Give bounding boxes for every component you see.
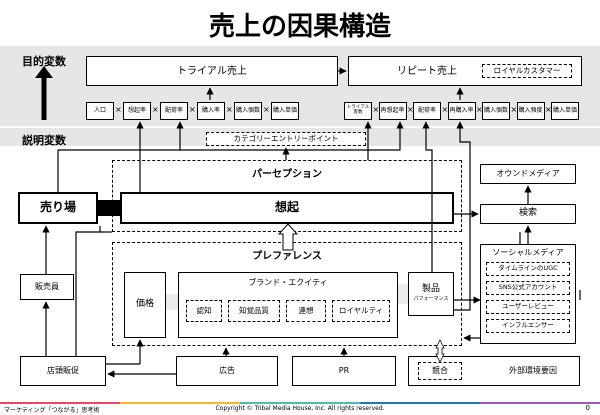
multiply-operator: × bbox=[441, 105, 449, 114]
product-sub-label: パフォーマンス bbox=[413, 296, 449, 303]
social-item-box: ユーザーレビュー bbox=[486, 300, 570, 314]
repeat-sales-label: リピート売上 bbox=[397, 65, 457, 77]
footer-rule bbox=[0, 402, 600, 404]
multiply-operator: × bbox=[226, 105, 233, 114]
trial-factor-box: 購入単価 bbox=[271, 102, 299, 120]
multiply-operator: × bbox=[263, 105, 270, 114]
multiply-operator: × bbox=[372, 105, 380, 114]
search-box: 検索 bbox=[480, 204, 576, 224]
multiply-operator: × bbox=[152, 105, 159, 114]
equity-product-link bbox=[398, 284, 408, 304]
trial-sales-box: トライアル売上 bbox=[86, 56, 338, 86]
objective-variable-label: 目的変数 bbox=[22, 55, 66, 68]
repeat-factor-box: トライアル 客数 bbox=[344, 102, 372, 120]
footer-center: Copyright © Tribal Media House, Inc. All… bbox=[215, 405, 385, 412]
multiply-operator: × bbox=[115, 105, 122, 114]
multiply-operator: × bbox=[407, 105, 414, 114]
social-media-label: ソーシャルメディア bbox=[492, 248, 564, 257]
advertising-box: 広告 bbox=[176, 356, 278, 386]
sales-floor-connector bbox=[98, 200, 120, 216]
equity-item-box: 連想 bbox=[286, 300, 326, 322]
trial-factor-box: 想起率 bbox=[123, 102, 151, 120]
multiply-operator: × bbox=[510, 105, 518, 114]
preference-label: プレファレンス bbox=[252, 251, 322, 262]
recall-box: 想起 bbox=[120, 192, 454, 224]
page-number: 0 bbox=[585, 404, 590, 412]
multiply-operator: × bbox=[189, 105, 196, 114]
trial-factor-box: 配荷率 bbox=[160, 102, 188, 120]
equity-item-box: 知覚品質 bbox=[228, 300, 280, 322]
perception-label: パーセプション bbox=[252, 169, 322, 180]
equity-item-box: ロイヤルティ bbox=[332, 300, 390, 322]
multiply-operator: × bbox=[545, 105, 552, 114]
product-label: 製品 bbox=[421, 284, 440, 295]
multiply-operator: × bbox=[476, 105, 483, 114]
equity-item-box: 認知 bbox=[186, 300, 222, 322]
price-box: 価格 bbox=[124, 272, 166, 338]
brand-equity-label: ブランド・エクイティ bbox=[248, 278, 328, 287]
sales-floor-box: 売り場 bbox=[18, 192, 98, 224]
repeat-factor-box: 配荷率 bbox=[413, 102, 441, 120]
footer-left: マーケティング「つながる」思考術 bbox=[4, 407, 100, 414]
price-equity-link bbox=[166, 294, 178, 310]
repeat-factor-box: 購入頻度 bbox=[516, 102, 545, 120]
pr-box: PR bbox=[292, 356, 396, 386]
social-item-box: タイムラインのUGC bbox=[486, 262, 570, 276]
external-factors-label: 外部環境要因 bbox=[509, 365, 557, 375]
repeat-factor-box: 購入個数 bbox=[482, 102, 510, 120]
repeat-factor-box: 再購入率 bbox=[447, 102, 476, 120]
category-entry-point-box: カテゴリーエントリーポイント bbox=[206, 132, 366, 146]
trial-factor-box: 人口 bbox=[86, 102, 114, 120]
trial-factor-box: 購入個数 bbox=[234, 102, 262, 120]
social-item-box: SNS公式アカウント bbox=[486, 281, 570, 295]
sales-staff-box: 販売員 bbox=[20, 274, 74, 300]
owned-media-box: オウンドメディア bbox=[480, 164, 576, 184]
page-title: 売上の因果構造 bbox=[208, 12, 391, 42]
explanatory-variable-label: 説明変数 bbox=[22, 134, 66, 147]
social-item-box: インフルエンサー bbox=[486, 319, 570, 333]
trial-factor-box: 購入率 bbox=[197, 102, 225, 120]
repeat-factor-box: 購入単価 bbox=[551, 102, 579, 120]
loyal-customer-box: ロイヤルカスタマー bbox=[482, 64, 572, 78]
store-promotion-box: 店頭販促 bbox=[20, 356, 106, 386]
product-box: 製品 パフォーマンス bbox=[408, 272, 454, 316]
repeat-factor-box: 再想起率 bbox=[378, 102, 407, 120]
